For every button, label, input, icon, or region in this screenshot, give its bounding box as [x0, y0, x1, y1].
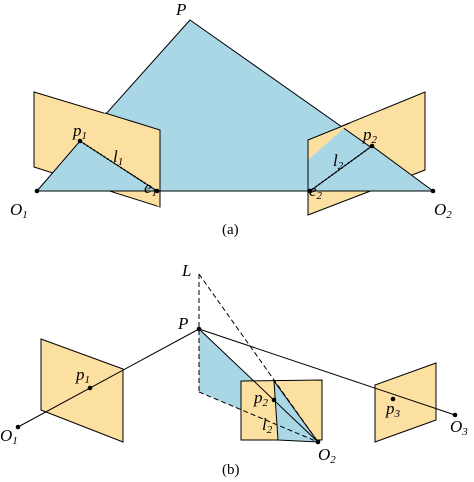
- label-O1-a: O1: [10, 200, 28, 221]
- ray-O1-P: [17, 328, 200, 428]
- label-L-b: L: [181, 261, 191, 280]
- label-l1-a: l1: [113, 147, 123, 168]
- point-e2-a: [307, 188, 313, 194]
- point-O2-a: [430, 188, 436, 194]
- label-O1-b: O1: [0, 426, 18, 447]
- panel-b: L P p1 O1 p2 l2 O2 p3 O3 (b): [0, 261, 468, 478]
- epipolar-line-l2: [309, 145, 373, 192]
- point-O1-a: [34, 188, 40, 194]
- caption-a: (a): [222, 222, 239, 238]
- label-l2-a: l2: [333, 151, 344, 172]
- plane-edge-bottom-O2: [198, 391, 319, 443]
- label-O3-b: O3: [450, 417, 468, 438]
- label-O2-b: O2: [318, 445, 336, 466]
- label-e2-a: e2: [309, 181, 323, 202]
- label-p1-a: p1: [72, 121, 87, 142]
- label-P-b: P: [177, 314, 188, 333]
- image-plane-3: [374, 362, 437, 443]
- point-e1-a: [154, 188, 160, 194]
- epipolar-line-l1: [79, 140, 158, 192]
- point-p1-a: [77, 138, 83, 144]
- label-l2-b: l2: [262, 415, 273, 436]
- label-p2-a: p2: [362, 125, 378, 146]
- panel-a: P p1 l1 e1 O1 p2 l2 e2 O2 (a): [10, 0, 452, 238]
- label-p3-b: p3: [385, 399, 401, 420]
- point-O2-b: [315, 439, 321, 445]
- point-P-b: [196, 326, 202, 332]
- label-O2-a: O2: [434, 200, 452, 221]
- point-O1-b: [15, 424, 21, 430]
- label-P-a: P: [175, 0, 186, 19]
- point-p2-b: [271, 397, 277, 403]
- back-projection-plane: [199, 274, 318, 442]
- right-plane-front: [308, 123, 350, 160]
- ray-P-O2: [198, 328, 319, 443]
- point-O3-b: [452, 412, 458, 418]
- label-e1-a: e1: [144, 178, 157, 199]
- plane-edge-L-O2: [198, 273, 319, 443]
- point-p1-b: [87, 385, 93, 391]
- ray-P-O3: [198, 328, 456, 416]
- label-p1-b: p1: [75, 365, 90, 386]
- left-plane-edge: [104, 112, 161, 207]
- image-plane-1: [40, 338, 124, 443]
- point-p3-b: [390, 396, 396, 402]
- point-p2-a: [369, 143, 375, 149]
- label-p2-b: p2: [253, 388, 269, 409]
- caption-b: (b): [222, 462, 240, 478]
